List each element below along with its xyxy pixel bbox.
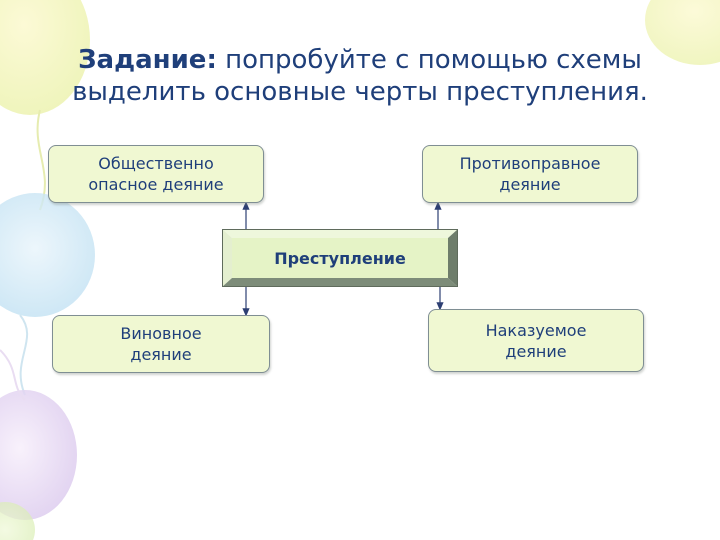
title-line-1: Задание: попробуйте с помощью схемы: [0, 44, 720, 76]
title-rest: попробуйте с помощью схемы: [216, 45, 642, 75]
title-line-2: выделить основные черты преступления.: [72, 77, 648, 107]
page-title: Задание: попробуйте с помощью схемы выде…: [0, 44, 720, 108]
feature-box-guilty: Виновное деяние: [52, 315, 270, 373]
center-bevel-frame: [222, 229, 458, 287]
feature-box-unlawful: Противоправное деяние: [422, 145, 638, 203]
feature-box-socially-dangerous: Общественно опасное деяние: [48, 145, 264, 203]
center-node-crime: Преступление: [274, 248, 406, 268]
feature-box-punishable: Наказуемое деяние: [428, 309, 644, 372]
title-bold-label: Задание:: [78, 45, 217, 75]
